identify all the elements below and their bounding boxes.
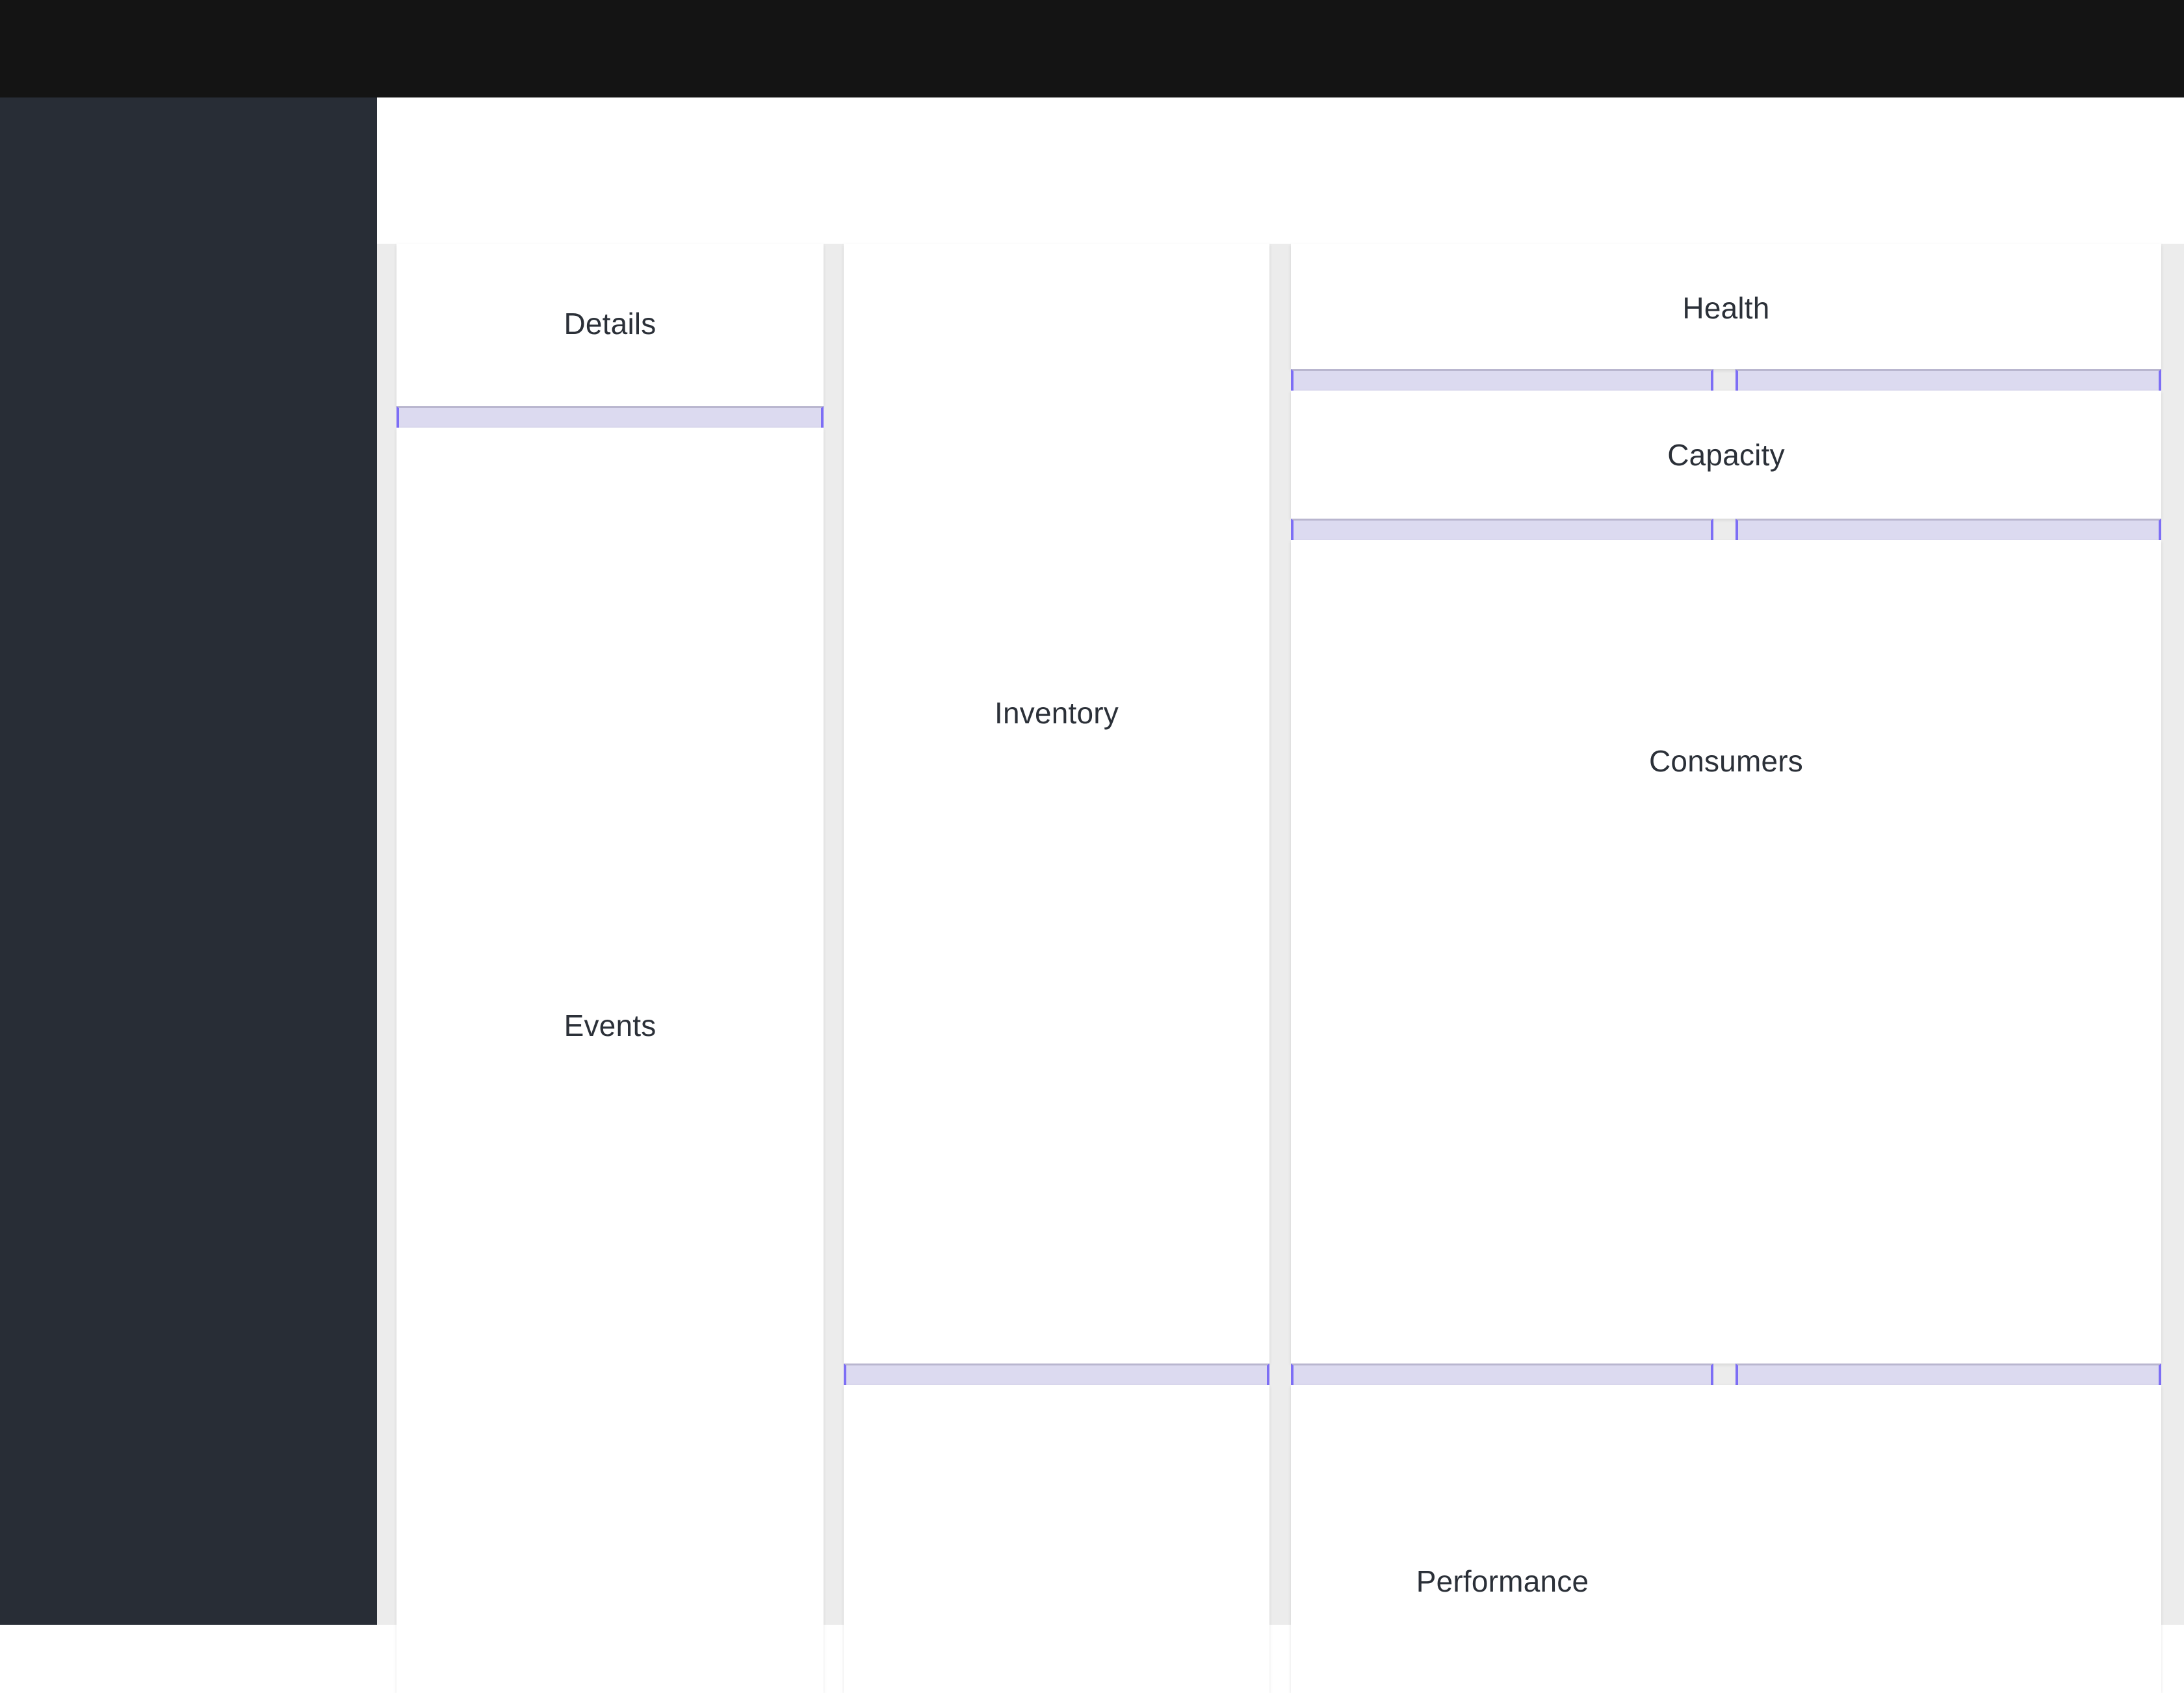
panel-performance-right-extent[interactable] (1291, 1385, 2161, 1693)
content-area: Details Events Inventory Health (377, 97, 2184, 1693)
panel-title-performance: Performance (1416, 1564, 1589, 1598)
splitter-consumers-bottom-right[interactable] (1736, 1363, 2161, 1385)
panel-title-health: Health (1682, 291, 1770, 325)
panel-capacity[interactable]: Capacity (1291, 391, 2161, 519)
panel-title-events: Events (564, 1009, 656, 1042)
splitter-health-capacity-right[interactable] (1736, 369, 2161, 391)
splitter-inventory-performance[interactable] (844, 1363, 1269, 1385)
dashboard-workspace: Details Events Inventory Health (377, 244, 2184, 1693)
panel-performance[interactable] (844, 1385, 1269, 1693)
panel-title-inventory: Inventory (994, 696, 1119, 730)
panel-events[interactable]: Events (396, 428, 824, 1693)
panel-consumers[interactable]: Consumers (1291, 540, 2161, 1363)
splitter-capacity-consumers-left[interactable] (1291, 519, 1713, 540)
panel-title-consumers: Consumers (1649, 744, 1803, 778)
panel-title-capacity: Capacity (1667, 438, 1785, 472)
top-app-bar (0, 0, 2184, 97)
splitter-details-events[interactable] (396, 406, 824, 428)
panel-health[interactable]: Health (1291, 244, 2161, 369)
panel-title-details: Details (564, 307, 656, 341)
splitter-capacity-consumers-right[interactable] (1736, 519, 2161, 540)
splitter-health-capacity-left[interactable] (1291, 369, 1713, 391)
splitter-consumers-bottom-left[interactable] (1291, 1363, 1713, 1385)
left-navigation-sidebar[interactable] (0, 97, 377, 1625)
panel-details[interactable]: Details (396, 244, 824, 406)
content-header-bar (377, 97, 2184, 244)
panel-inventory[interactable]: Inventory (844, 244, 1269, 1363)
